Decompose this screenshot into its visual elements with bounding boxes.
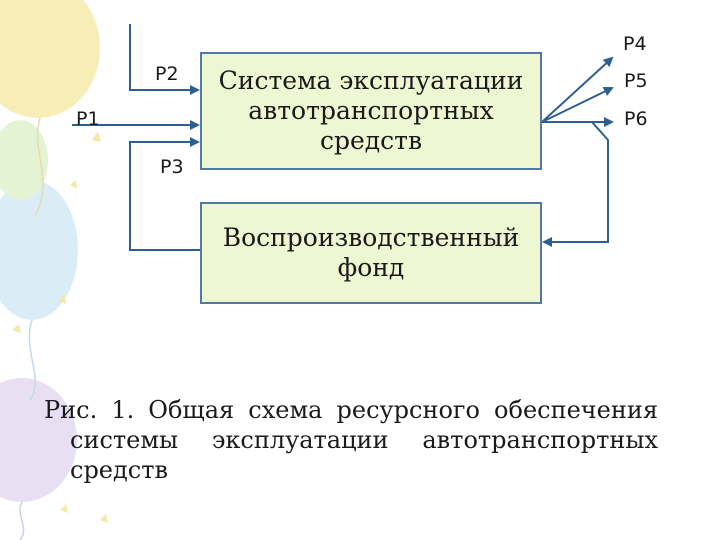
reproduction-fund-box: Воспроизводственный фонд [200, 202, 542, 304]
confetti [70, 180, 77, 189]
vehicle-operation-system-box: Система эксплуатации автотранспортных ср… [200, 52, 542, 170]
system-box-line: Система эксплуатации [218, 66, 524, 95]
balloon-yellow [0, 0, 100, 118]
balloon-purple [0, 378, 77, 502]
confetti [92, 131, 101, 142]
arrow-p2 [129, 24, 200, 95]
input-label-p2: Р2 [155, 63, 179, 85]
arrow-p4 [541, 56, 614, 123]
caption-line: системы эксплуатации автотранспортных [70, 426, 658, 454]
system-box-line: средств [319, 126, 423, 155]
confetti [12, 324, 21, 333]
figure-caption: Рис. 1. Общая схема ресурсного обеспечен… [44, 395, 658, 485]
balloon-string [28, 319, 36, 401]
confetti [100, 514, 108, 523]
balloon-green [0, 120, 48, 200]
arrow-p3 [129, 137, 200, 251]
balloon-blue [0, 180, 78, 320]
output-label-p5: Р5 [624, 70, 648, 92]
arrow-feedback [542, 121, 609, 247]
system-box-line: автотранспортных [248, 96, 494, 125]
arrow-p5 [541, 86, 614, 123]
input-label-p1: Р1 [76, 108, 100, 130]
caption-line: Рис. 1. Общая схема ресурсного обеспечен… [44, 396, 658, 424]
balloon-string [34, 117, 44, 216]
input-label-p3: Р3 [160, 156, 184, 178]
caption-line: средств [70, 456, 169, 484]
confetti [58, 295, 66, 304]
output-label-p6: Р6 [624, 108, 648, 130]
fund-box-line: Воспроизводственный [222, 223, 520, 252]
balloon-string [19, 501, 25, 540]
fund-box-line: фонд [337, 253, 405, 282]
output-label-p4: Р4 [623, 33, 647, 55]
confetti [60, 504, 68, 513]
